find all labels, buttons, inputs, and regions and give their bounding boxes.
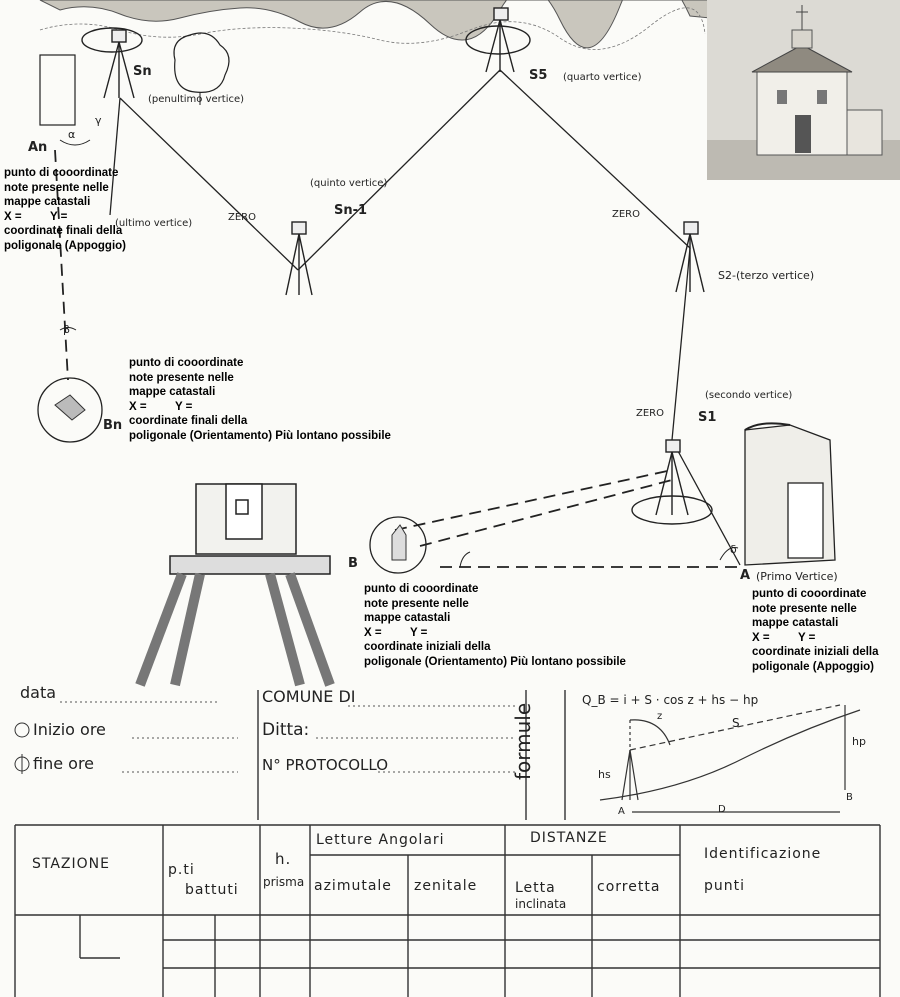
th-zenitale: zenitale [414, 878, 478, 894]
label-delta: δ [730, 543, 737, 556]
building-an [39, 54, 76, 126]
note-appoggio-finale: punto di cooordinate note presente nelle… [4, 167, 127, 252]
label-sn: Sn [133, 64, 152, 79]
label-quarto: (quarto vertice) [563, 72, 642, 83]
label-bn: Bn [103, 418, 123, 433]
formula-text: Q_B = i + S · cos z + hs − hp [582, 693, 759, 707]
th-corretta: corretta [597, 879, 661, 895]
label-a: A [740, 568, 751, 583]
th-identificazione-2: punti [704, 878, 746, 894]
label-secondo: (secondo vertice) [705, 390, 793, 401]
form-fine-label: fine ore [33, 754, 95, 773]
label-zero-a: ZERO [228, 212, 256, 223]
form-ditta-label: Ditta: [262, 720, 310, 740]
th-letta-2: inclinata [515, 897, 567, 911]
label-beta: β [63, 323, 71, 336]
note-appoggio-iniziale: punto di cooordinate note presente nelle… [752, 588, 879, 673]
orientation-lines [54, 149, 740, 568]
label-primo: (Primo Vertice) [756, 570, 838, 583]
label-zero-b: ZERO [612, 209, 640, 220]
formula-a: A [618, 806, 625, 817]
th-letture: Letture Angolari [316, 832, 445, 848]
form-inizio-label: Inizio ore [33, 720, 106, 739]
formula-z: z [657, 711, 663, 722]
th-punti-1: p.ti [168, 862, 195, 878]
th-h-1: h. [275, 850, 292, 868]
tripod-s5 [465, 7, 531, 73]
label-gamma: γ [95, 114, 102, 127]
tripod-s2 [675, 221, 705, 293]
form-data-label: data [20, 683, 57, 702]
label-alpha: α [68, 128, 76, 141]
tripod-s1 [631, 439, 713, 525]
formula-hs: hs [598, 768, 611, 781]
label-s2: S2-(terzo vertice) [718, 269, 815, 282]
th-letta-1: Letta [515, 880, 556, 896]
th-h-2: prisma [263, 875, 305, 889]
th-distanze: DISTANZE [530, 830, 608, 846]
label-sn1: Sn-1 [334, 203, 368, 218]
label-an: An [28, 140, 48, 155]
tripod-sn [81, 27, 143, 99]
formula-s: S [732, 716, 740, 730]
formula-hp: hp [852, 735, 866, 748]
tree [173, 32, 230, 93]
th-identificazione-1: Identificazione [704, 846, 822, 862]
th-punti-2: battuti [185, 882, 239, 898]
total-station-drawing [135, 483, 335, 687]
building-a [744, 422, 836, 566]
form-formule-label: formule [511, 702, 535, 780]
circle-b [369, 516, 427, 574]
form-grid [14, 690, 881, 997]
label-zero-c: ZERO [636, 408, 664, 419]
label-b: B [348, 556, 358, 571]
tripod-sn1 [285, 221, 313, 296]
th-stazione: STAZIONE [32, 856, 110, 872]
formula-b: B [846, 792, 853, 803]
label-quinto: (quinto vertice) [310, 178, 388, 189]
skyline [39, 0, 711, 49]
form-protocollo-label: N° PROTOCOLLO [262, 756, 388, 774]
traverse-lines [109, 69, 741, 566]
label-penultimo: (penultimo vertice) [148, 94, 245, 105]
label-s5: S5 [529, 68, 548, 83]
circle-bn [37, 377, 103, 443]
formula-d: D [718, 804, 726, 815]
label-ultimo: (ultimo vertice) [115, 218, 193, 229]
label-s1: S1 [698, 410, 717, 425]
form-comune-label: COMUNE DI [262, 687, 356, 706]
church-photo [707, 0, 900, 180]
th-azimutale: azimutale [314, 878, 392, 894]
note-orientamento-iniziale: punto di cooordinate note presente nelle… [364, 583, 626, 668]
traverse-diagram [37, 0, 836, 687]
note-orientamento-finale: punto di cooordinate note presente nelle… [129, 357, 391, 442]
